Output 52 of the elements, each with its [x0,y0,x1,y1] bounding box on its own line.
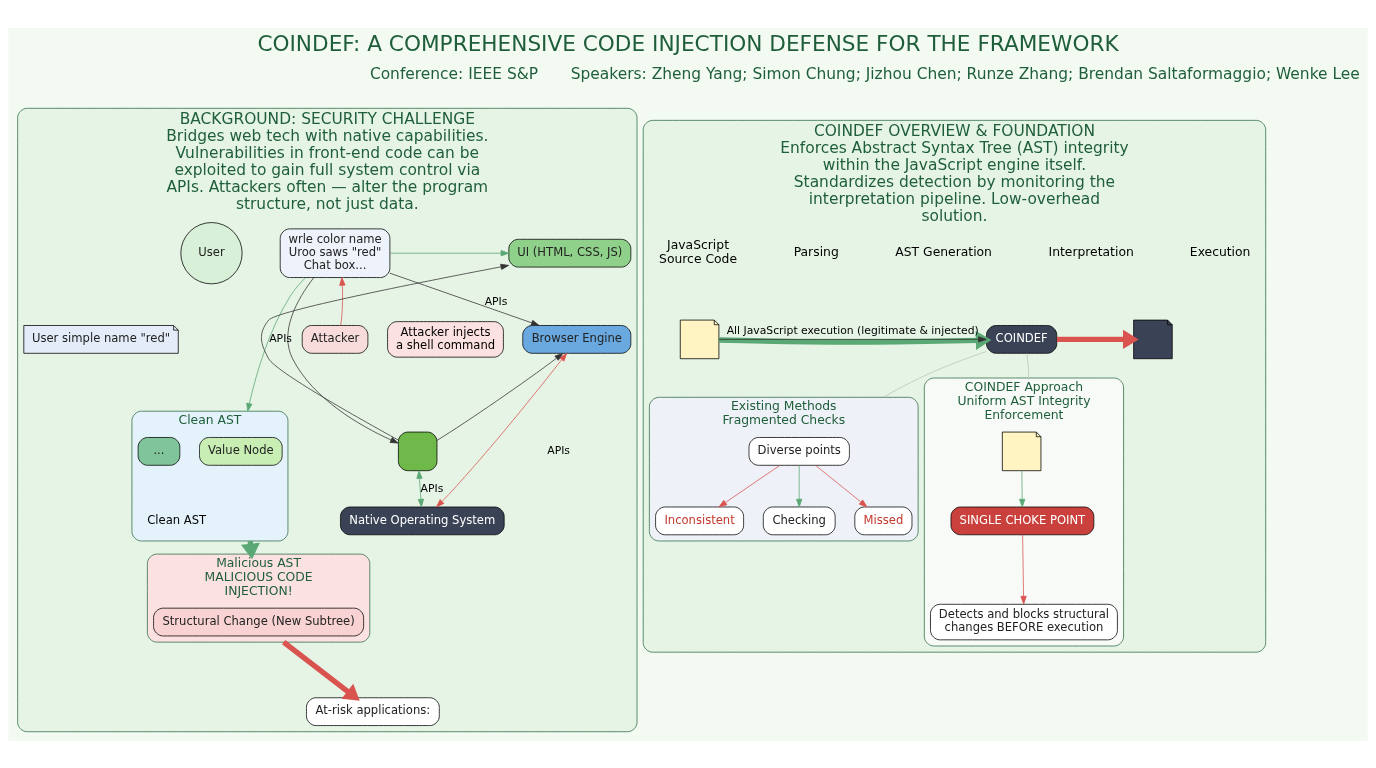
node-box: At-risk applications: [306,696,440,726]
node-box: Attacker [301,324,369,354]
arrow [416,469,424,507]
arrow [389,249,510,256]
label: Speakers: Zheng Yang; Simon Chung; Jizhou Chen; Runze Zhang; Brendan Saltaformaggio; Wenke Lee [570,64,1360,83]
edge-label: All JavaScript execution (legitimate & injected) [726,323,979,337]
node-box: Checking [762,506,836,535]
arrow [287,276,399,443]
arrow [436,352,567,507]
node-box: Diverse points [748,436,850,466]
node-box [398,431,438,471]
node-box: Missed [854,506,913,535]
arrow [282,639,360,701]
edge-label: APIs [420,481,444,495]
edge-label: APIs [547,443,570,457]
node-box: Inconsistent [655,506,744,535]
arrow [718,330,992,350]
label: Parsing [793,244,839,259]
node-box: Native Operating System [340,506,505,535]
arrow [796,464,803,507]
node-box: COINDEF [986,324,1058,354]
arrow [1057,329,1139,349]
arrow [246,276,306,412]
node-box: ... [137,436,181,466]
node-box: wrle color name Uroo saws "red" Chat box... [279,228,391,278]
node-box: UI (HTML, CSS, JS) [508,238,632,267]
diagram-title: COINDEF: A COMPREHENSIVE CODE INJECTION DEFENSE FOR THE FRAMEWORK [257,30,1119,56]
arrow [261,263,510,440]
label: Execution [1189,244,1251,259]
arrow [339,276,346,326]
arrow [389,272,540,326]
node-box: Browser Engine [522,324,632,354]
node-circle: User [180,221,243,284]
arrow [718,335,987,342]
node-box: Detects and blocks structural changes BEFORE execution [930,603,1118,640]
edge-label: APIs [269,331,292,345]
node-label: Attacker injects a shell command [395,324,496,352]
arrow [718,464,781,507]
label: AST Generation [895,244,992,259]
label: Interpretation [1048,244,1134,259]
node-box: SINGLE CHOKE POINT [950,506,1095,535]
node-box: Structural Change (New Subtree) [153,607,364,636]
node-box: Value Node [199,436,283,466]
edge-label: APIs [484,294,508,308]
label: JavaScript Source Code [659,237,737,266]
node-label: Clean AST [147,512,207,527]
arrow [1020,534,1027,604]
connector [882,350,987,398]
arrow [1019,469,1026,507]
arrow [815,464,868,507]
arrow [436,352,564,441]
label: Conference: IEEE S&P [369,64,539,83]
